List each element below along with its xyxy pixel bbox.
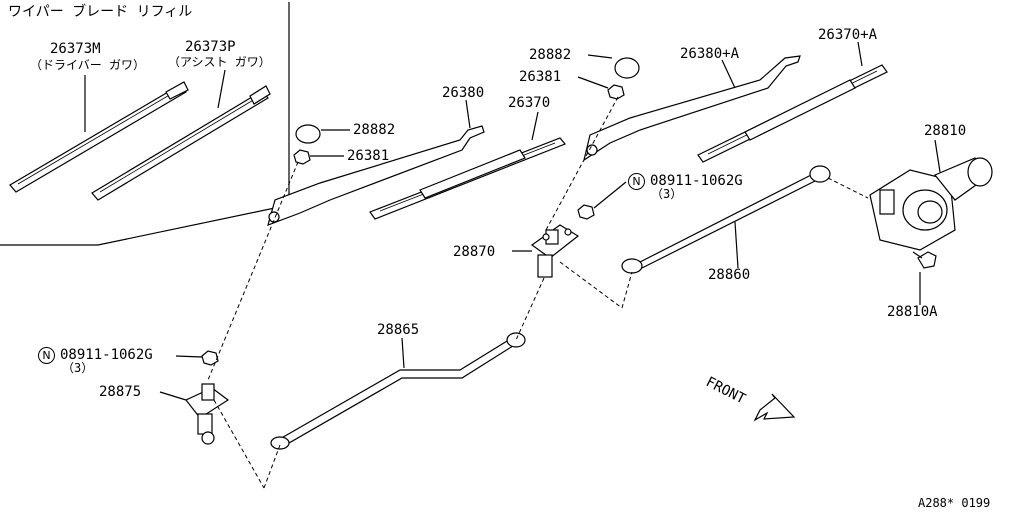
- label-nut-pivot-left: 08911-1062G: [60, 347, 153, 363]
- label-nut-pivot-right: 08911-1062G: [650, 173, 743, 189]
- assembly-guide-lines: [207, 96, 869, 489]
- label-nut-pivot-right-qty: （3）: [651, 187, 683, 201]
- label-motor-bolt: 28810A: [887, 304, 938, 320]
- label-nut-pivot-left-qty: （3）: [62, 361, 94, 375]
- diagram-code: A288* 0199: [918, 496, 991, 510]
- label-arm-right: 26380+A: [680, 46, 740, 62]
- label-rod-right: 28860: [708, 267, 751, 283]
- refill-strip-assist: [91, 85, 271, 201]
- label-refill-driver: 26373M: [50, 41, 101, 57]
- label-pivot-right: 28870: [453, 244, 496, 260]
- refill-title: ワイパー ブレード リフィル: [8, 4, 193, 20]
- label-pivot-left: 28875: [99, 384, 142, 400]
- pivot-left: [185, 383, 230, 445]
- refill-strip-driver: [9, 81, 189, 193]
- label-blade-left: 26370: [508, 95, 551, 111]
- label-blade-right: 26370+A: [818, 27, 878, 43]
- link-rod-center: [270, 332, 526, 450]
- wiper-blade-left: [369, 137, 566, 220]
- nut-pivot-left: [201, 350, 219, 366]
- nut-right: [607, 84, 625, 100]
- label-motor: 28810: [924, 123, 967, 139]
- n-symbol-left: N: [38, 347, 55, 364]
- cap-left: [295, 124, 321, 144]
- label-refill-driver-note: （ドライバー ガワ）: [30, 58, 145, 72]
- cap-right: [614, 57, 640, 79]
- nut-left: [293, 149, 311, 165]
- motor-bolt: [912, 251, 937, 269]
- wiper-motor: [869, 157, 993, 251]
- nut-pivot-right: [577, 204, 595, 220]
- label-cap-right: 28882: [529, 47, 572, 63]
- label-rod-center: 28865: [377, 322, 420, 338]
- link-rod-right: [621, 165, 831, 274]
- pivot-right: [530, 224, 580, 278]
- wiper-arm-right: [583, 55, 801, 162]
- wiper-blade-right: [697, 64, 888, 163]
- n-symbol-right: N: [628, 173, 645, 190]
- label-arm-left: 26380: [442, 85, 485, 101]
- label-nut-left: 26381: [347, 148, 390, 164]
- label-nut-right: 26381: [519, 69, 562, 85]
- label-cap-left: 28882: [353, 122, 396, 138]
- label-refill-assist-note: （アシスト ガワ）: [168, 55, 271, 69]
- refill-inset-frame: [0, 2, 290, 246]
- front-arrow-icon: [753, 393, 796, 422]
- label-refill-assist: 26373P: [185, 39, 236, 55]
